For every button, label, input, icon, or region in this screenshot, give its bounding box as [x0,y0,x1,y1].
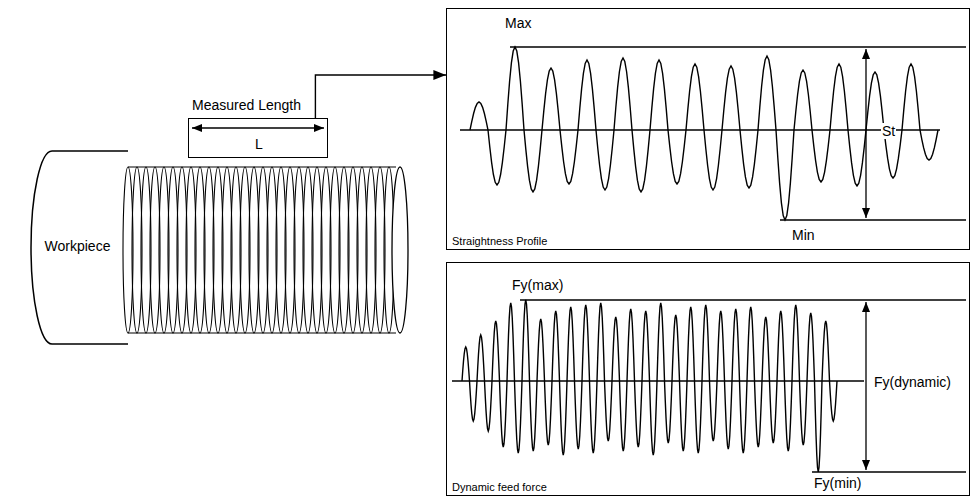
signal-waves [462,47,938,472]
length-dimension [192,127,324,128]
thread-pattern [123,167,408,333]
workpiece-label: Workpiece [44,238,112,254]
force-panel: Dynamic feed force Fy(max) Fy(dynamic) Fy(m… [446,262,970,496]
workpiece-body: Workpiece [30,150,140,345]
dynamic-force-label: Fy(dynamic) [873,374,952,390]
panel-title: Dynamic feed force [451,481,548,494]
length-symbol: L [254,136,264,152]
panel-title: Straightness Profile [451,235,548,248]
max-force-label: Fy(max) [511,277,564,293]
max-label: Max [504,15,532,31]
measured-length-label: Measured Length [191,97,302,113]
flow-arrow [315,75,446,118]
straightness-panel: Straightness Profile MaxStMin [446,8,970,250]
min-force-label: Fy(min) [813,475,862,491]
straightness-axes [460,47,966,220]
measured-length-box: Measured LengthL [188,118,328,158]
min-label: Min [791,227,816,243]
force-axes [452,300,966,472]
range-label: St [881,123,896,139]
